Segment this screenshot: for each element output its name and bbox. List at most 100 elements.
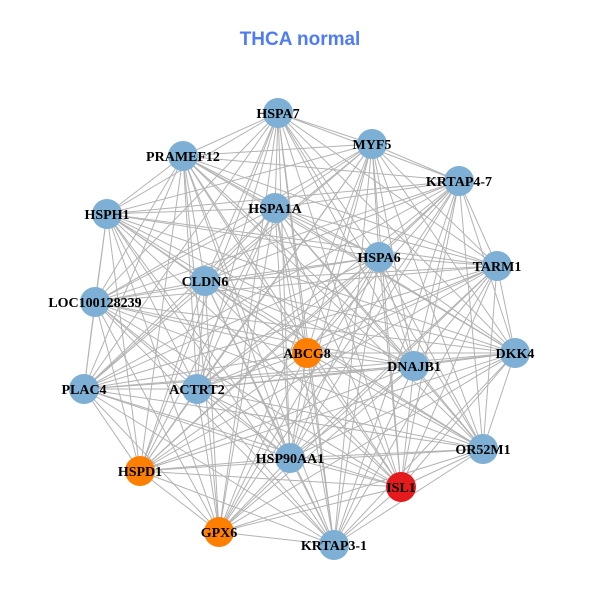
edge-DKK4-OR52M1 bbox=[482, 352, 516, 450]
edge-HSPA6-TARM1 bbox=[378, 256, 498, 267]
edge-ACTRT2-GPX6 bbox=[196, 388, 220, 533]
node-label: KRTAP3-1 bbox=[301, 539, 367, 554]
node-abcg8: ABCG8 bbox=[283, 338, 331, 368]
edge-LOC100128239-ABCG8 bbox=[94, 301, 308, 354]
edge-KRTAP4-7-HSP90AA1 bbox=[289, 180, 460, 459]
edge-KRTAP4-7-HSPA1A bbox=[274, 180, 460, 209]
edge-HSPA1A-GPX6 bbox=[218, 207, 276, 533]
edge-HSPA7-PRAMEF12 bbox=[182, 112, 279, 157]
node-label: DNAJB1 bbox=[387, 360, 441, 375]
node-label: ACTRT2 bbox=[169, 383, 225, 398]
edge-HSPA6-DKK4 bbox=[378, 256, 516, 354]
edge-DKK4-HSPD1 bbox=[139, 352, 516, 472]
node-label: PRAMEF12 bbox=[146, 150, 220, 165]
node-krtap4-7: KRTAP4-7 bbox=[426, 166, 492, 196]
edge-MYF5-DKK4 bbox=[371, 143, 516, 354]
edge-CLDN6-LOC100128239 bbox=[94, 280, 206, 303]
node-circle bbox=[190, 266, 220, 296]
edge-HSP90AA1-GPX6 bbox=[218, 457, 291, 533]
edge-HSP90AA1-KRTAP3-1 bbox=[289, 457, 335, 546]
node-hspa6: HSPA6 bbox=[357, 242, 401, 272]
edge-ABCG8-KRTAP3-1 bbox=[306, 352, 335, 546]
edge-OR52M1-HSP90AA1 bbox=[289, 448, 484, 459]
node-tarm1: TARM1 bbox=[473, 251, 521, 281]
node-circle bbox=[80, 287, 110, 317]
edge-TARM1-PLAC4 bbox=[83, 265, 498, 390]
edge-MYF5-KRTAP3-1 bbox=[333, 143, 373, 546]
edge-HSPA1A-ISL1 bbox=[274, 207, 402, 488]
edge-HSPD1-KRTAP3-1 bbox=[139, 470, 335, 546]
node-circle bbox=[182, 374, 212, 404]
edge-TARM1-ABCG8 bbox=[306, 265, 498, 354]
node-dnajb1: DNAJB1 bbox=[387, 351, 441, 381]
edge-HSPA6-PLAC4 bbox=[83, 256, 380, 390]
node-circle bbox=[125, 456, 155, 486]
edge-DNAJB1-HSP90AA1 bbox=[289, 365, 415, 459]
edge-HSPA7-HSPA1A bbox=[274, 112, 279, 209]
node-label: LOC100128239 bbox=[48, 296, 141, 311]
edge-MYF5-ISL1 bbox=[371, 143, 402, 488]
edge-ABCG8-GPX6 bbox=[218, 352, 308, 533]
edge-OR52M1-HSPD1 bbox=[139, 448, 484, 472]
edge-OR52M1-ISL1 bbox=[400, 448, 484, 488]
edge-LOC100128239-DKK4 bbox=[94, 301, 516, 354]
edge-HSPA1A-LOC100128239 bbox=[94, 207, 276, 303]
edge-HSPH1-HSPA1A bbox=[106, 207, 276, 215]
edge-ACTRT2-OR52M1 bbox=[196, 388, 484, 450]
edge-DKK4-GPX6 bbox=[218, 352, 516, 533]
edge-HSPA1A-DKK4 bbox=[274, 207, 516, 354]
edge-LOC100128239-OR52M1 bbox=[94, 301, 484, 450]
edge-HSPA7-ISL1 bbox=[277, 112, 402, 488]
edge-HSPA7-KRTAP3-1 bbox=[277, 112, 335, 546]
edge-HSPH1-HSPA6 bbox=[106, 213, 380, 258]
edge-ISL1-GPX6 bbox=[218, 486, 402, 533]
edge-HSPA6-ISL1 bbox=[378, 256, 402, 488]
node-circle bbox=[444, 166, 474, 196]
edge-PRAMEF12-HSPD1 bbox=[139, 155, 184, 472]
edge-TARM1-HSPD1 bbox=[139, 265, 498, 472]
node-hspa1a: HSPA1A bbox=[248, 193, 303, 223]
edge-PRAMEF12-LOC100128239 bbox=[94, 155, 184, 303]
node-cldn6: CLDN6 bbox=[182, 266, 229, 296]
node-circle bbox=[204, 517, 234, 547]
edge-CLDN6-KRTAP3-1 bbox=[204, 280, 335, 546]
edge-HSPA1A-CLDN6 bbox=[204, 207, 276, 282]
edge-PLAC4-HSP90AA1 bbox=[83, 388, 291, 459]
node-isl1: ISL1 bbox=[386, 472, 416, 502]
edge-CLDN6-HSPD1 bbox=[139, 280, 206, 472]
node-circle bbox=[260, 193, 290, 223]
edge-KRTAP4-7-OR52M1 bbox=[458, 180, 484, 450]
node-dkk4: DKK4 bbox=[496, 338, 534, 368]
node-hsph1: HSPH1 bbox=[84, 199, 130, 229]
edge-DKK4-HSP90AA1 bbox=[289, 352, 516, 459]
edge-HSPH1-HSP90AA1 bbox=[106, 213, 291, 459]
node-circle bbox=[275, 443, 305, 473]
node-label: HSPA6 bbox=[357, 251, 400, 266]
edge-CLDN6-ISL1 bbox=[204, 280, 402, 488]
node-label: CLDN6 bbox=[182, 275, 229, 290]
edge-PRAMEF12-HSP90AA1 bbox=[182, 155, 291, 459]
node-myf5: MYF5 bbox=[353, 129, 391, 159]
edge-CLDN6-DKK4 bbox=[204, 280, 516, 354]
edge-PRAMEF12-OR52M1 bbox=[182, 155, 484, 450]
edge-KRTAP4-7-CLDN6 bbox=[204, 180, 460, 282]
edge-MYF5-GPX6 bbox=[218, 143, 373, 533]
edge-HSPA7-ACTRT2 bbox=[196, 112, 279, 390]
edge-HSPA6-HSP90AA1 bbox=[289, 256, 380, 459]
edge-ABCG8-ACTRT2 bbox=[196, 352, 308, 390]
edge-HSPA7-HSPA6 bbox=[277, 112, 380, 258]
edge-PLAC4-HSPD1 bbox=[83, 388, 141, 472]
node-circle bbox=[319, 530, 349, 560]
chart-title: THCA normal bbox=[239, 29, 361, 50]
edge-MYF5-LOC100128239 bbox=[94, 143, 373, 303]
node-hsp90aa1: HSP90AA1 bbox=[256, 443, 324, 473]
edge-LOC100128239-KRTAP3-1 bbox=[94, 301, 335, 546]
edge-DKK4-PLAC4 bbox=[83, 352, 516, 390]
edge-CLDN6-DNAJB1 bbox=[204, 280, 415, 367]
edges-layer bbox=[83, 112, 516, 546]
edge-MYF5-PLAC4 bbox=[83, 143, 373, 390]
node-label: ABCG8 bbox=[283, 347, 330, 362]
node-label: HSPD1 bbox=[118, 465, 162, 480]
edge-MYF5-HSPH1 bbox=[106, 143, 373, 215]
